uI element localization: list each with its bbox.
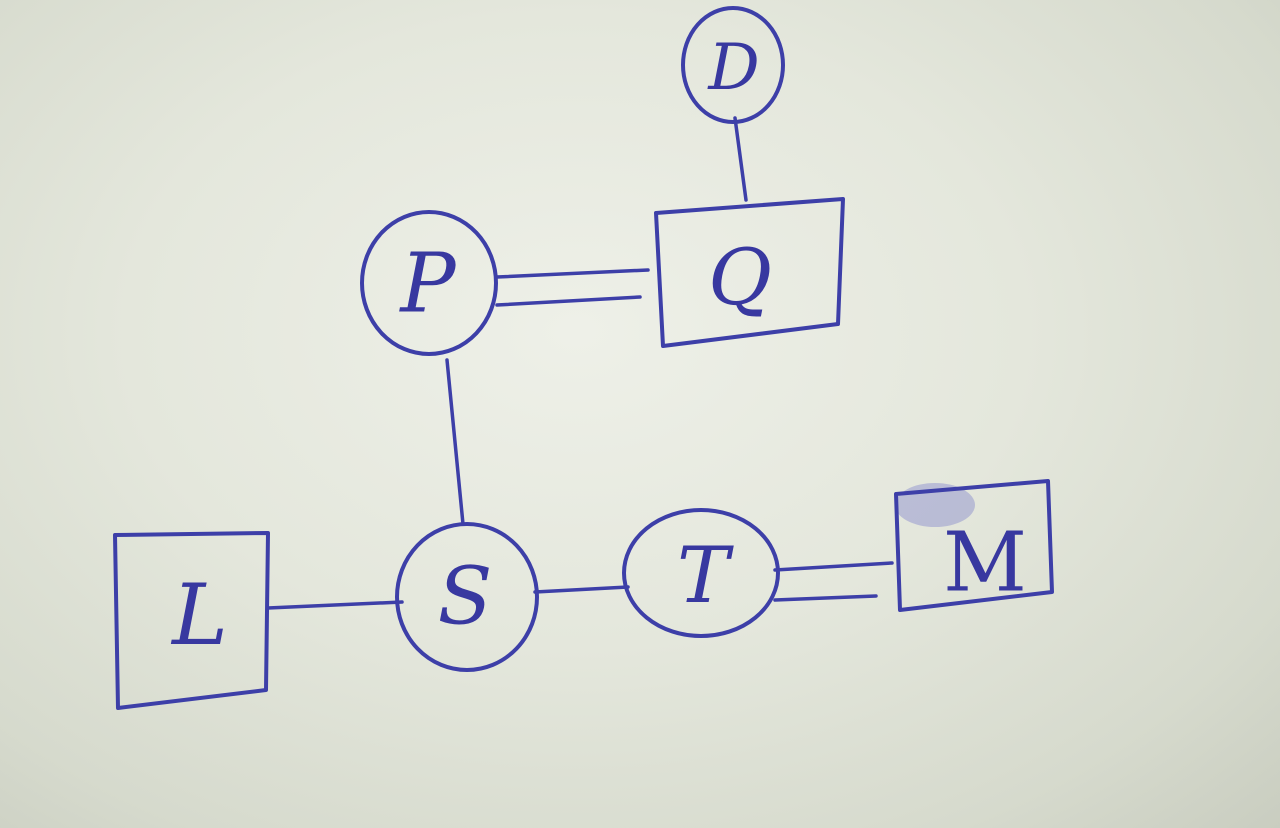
node-s-label: S [438, 550, 493, 643]
node-d-circle [681, 6, 785, 124]
node-p-circle [360, 210, 498, 356]
node-s-circle [395, 522, 539, 672]
node-d: D [681, 6, 785, 124]
edge-l-s [266, 600, 404, 610]
node-t: T [622, 508, 780, 638]
edge-t-m-lower [773, 594, 878, 602]
edge-p-s [445, 358, 465, 526]
edge-t-m-upper [773, 561, 894, 572]
node-m-box [894, 479, 1054, 612]
node-q-box [654, 197, 845, 348]
node-m: M [894, 479, 1054, 612]
node-t-circle [622, 508, 780, 638]
node-p: P [360, 210, 498, 356]
edge-q-d [733, 116, 748, 202]
node-p-label: P [398, 237, 457, 332]
node-l: L [113, 531, 270, 710]
edge-p-q-upper [495, 268, 650, 279]
edges [266, 116, 894, 610]
node-d-label: D [707, 31, 759, 105]
node-t-label: T [677, 531, 734, 621]
node-l-label: L [170, 566, 228, 664]
node-q-label: Q [708, 233, 772, 323]
edge-p-q-lower [495, 295, 642, 307]
node-s: S [395, 522, 539, 672]
node-l-box [113, 531, 270, 710]
node-q: Q [654, 197, 845, 348]
node-m-label: M [943, 516, 1027, 611]
edge-s-t [533, 585, 630, 594]
